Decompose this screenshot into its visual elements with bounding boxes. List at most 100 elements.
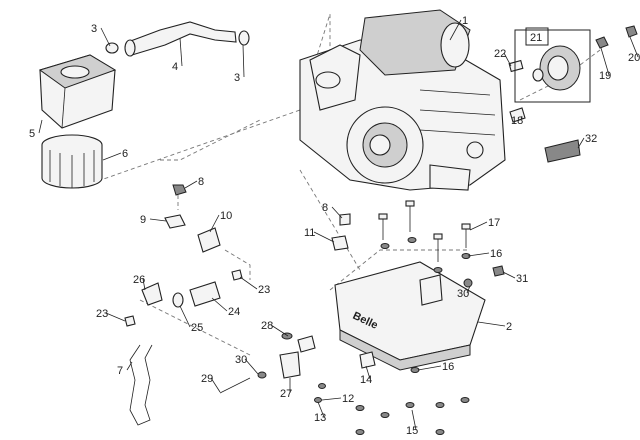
callout-leader-line (411, 409, 417, 431)
callout-label-20: 20 (628, 52, 640, 64)
washer-25 (172, 292, 184, 308)
callout-label-22: 22 (494, 48, 506, 60)
bracket-11 (331, 235, 349, 251)
washer-30b (257, 371, 267, 379)
callout-label-26: 26 (133, 274, 145, 286)
base-plate: Belle (334, 261, 486, 371)
callout-leader-line (467, 252, 490, 257)
key-part (508, 59, 524, 73)
clip-23 (231, 269, 243, 281)
callout-leader-line (317, 401, 325, 418)
nut-20 (625, 25, 638, 38)
nut-19 (595, 36, 609, 49)
bracket-27 (279, 351, 301, 379)
callout-box (525, 27, 549, 46)
callout-leader-line (179, 37, 183, 67)
callout-label-23: 23 (96, 308, 108, 320)
callout-leader-line (100, 27, 111, 47)
callout-label-21: 21 (530, 32, 542, 44)
callout-leader-line (270, 324, 289, 337)
callout-leader-line (149, 218, 167, 222)
callout-label-6: 6 (122, 148, 128, 160)
callout-label-30: 30 (457, 288, 469, 300)
callout-leader-line (184, 180, 198, 189)
callout-label-2: 2 (506, 321, 512, 333)
callout-leader-line (449, 19, 462, 41)
callout-leader-line (321, 397, 342, 401)
filter-element (41, 134, 103, 189)
callout-label-8: 8 (198, 176, 204, 188)
callout-label-31: 31 (516, 273, 528, 285)
bush-28 (297, 335, 316, 353)
screw-8b (339, 213, 351, 226)
callout-label-24: 24 (228, 306, 240, 318)
nut-31 (492, 265, 505, 277)
nuts-washers (314, 237, 471, 435)
washer-28 (281, 332, 293, 340)
screw-8 (172, 184, 187, 196)
callout-label-9: 9 (140, 214, 146, 226)
engine (299, 9, 506, 191)
callout-leader-line (179, 305, 191, 328)
callout-label-3: 3 (234, 72, 240, 84)
callout-label-14: 14 (360, 374, 372, 386)
hose-clamp (238, 30, 250, 46)
callout-leader-line (102, 152, 122, 161)
air-filter-housing (38, 54, 117, 129)
callout-label-28: 28 (261, 320, 273, 332)
callout-leader-line (242, 44, 245, 78)
hose-clamp (105, 42, 119, 54)
clip-23b (124, 315, 136, 327)
callout-label-27: 27 (280, 388, 292, 400)
callout-leader-line (502, 271, 516, 279)
callout-leader-line (105, 312, 126, 322)
washer-30 (463, 278, 473, 288)
mount-14 (359, 351, 376, 369)
callout-leader-line (126, 361, 133, 371)
callout-leader-line (313, 231, 335, 243)
callout-leader-line (629, 36, 639, 58)
callout-label-3: 3 (91, 23, 97, 35)
callout-leader-line (211, 297, 228, 312)
callout-label-12: 12 (342, 393, 354, 405)
callout-leader-line (577, 137, 585, 149)
callout-leader-line (365, 365, 371, 380)
callout-leader-line (417, 365, 442, 371)
fuel-pipe-7 (129, 344, 153, 426)
callout-leader-line (239, 276, 258, 290)
callout-label-11: 11 (304, 227, 315, 239)
callout-leader-line (142, 278, 146, 291)
callout-label-1: 1 (462, 15, 468, 27)
callout-leader-line (331, 206, 343, 219)
callout-label-30: 30 (235, 354, 247, 366)
callout-label-15: 15 (406, 425, 418, 437)
callout-label-19: 19 (599, 70, 611, 82)
callout-leader-line (244, 358, 259, 375)
callout-label-16: 16 (490, 248, 502, 260)
callout-label-7: 7 (117, 365, 123, 377)
fuel-valve-26 (141, 282, 163, 306)
callout-label-32: 32 (585, 133, 597, 145)
callout-leader-line (600, 47, 610, 76)
callout-label-8: 8 (322, 202, 328, 214)
callout-label-4: 4 (172, 61, 178, 73)
callout-label-23: 23 (258, 284, 270, 296)
callout-leader-line (209, 214, 220, 233)
callout-label-17: 17 (488, 217, 500, 229)
fuel-tap-9 (164, 214, 186, 229)
callout-label-16: 16 (442, 361, 454, 373)
callout-label-18: 18 (511, 115, 523, 127)
clutch-assembly-box (514, 29, 591, 103)
hose-24 (189, 281, 221, 307)
callout-leader-line (469, 221, 488, 231)
callout-label-10: 10 (220, 210, 232, 222)
callout-label-29: 29 (201, 373, 213, 385)
callout-leader-line (210, 377, 221, 393)
callout-leader-line (477, 321, 506, 327)
callout-label-5: 5 (29, 128, 35, 140)
callout-leader-line (38, 119, 43, 134)
label-32 (544, 139, 581, 163)
